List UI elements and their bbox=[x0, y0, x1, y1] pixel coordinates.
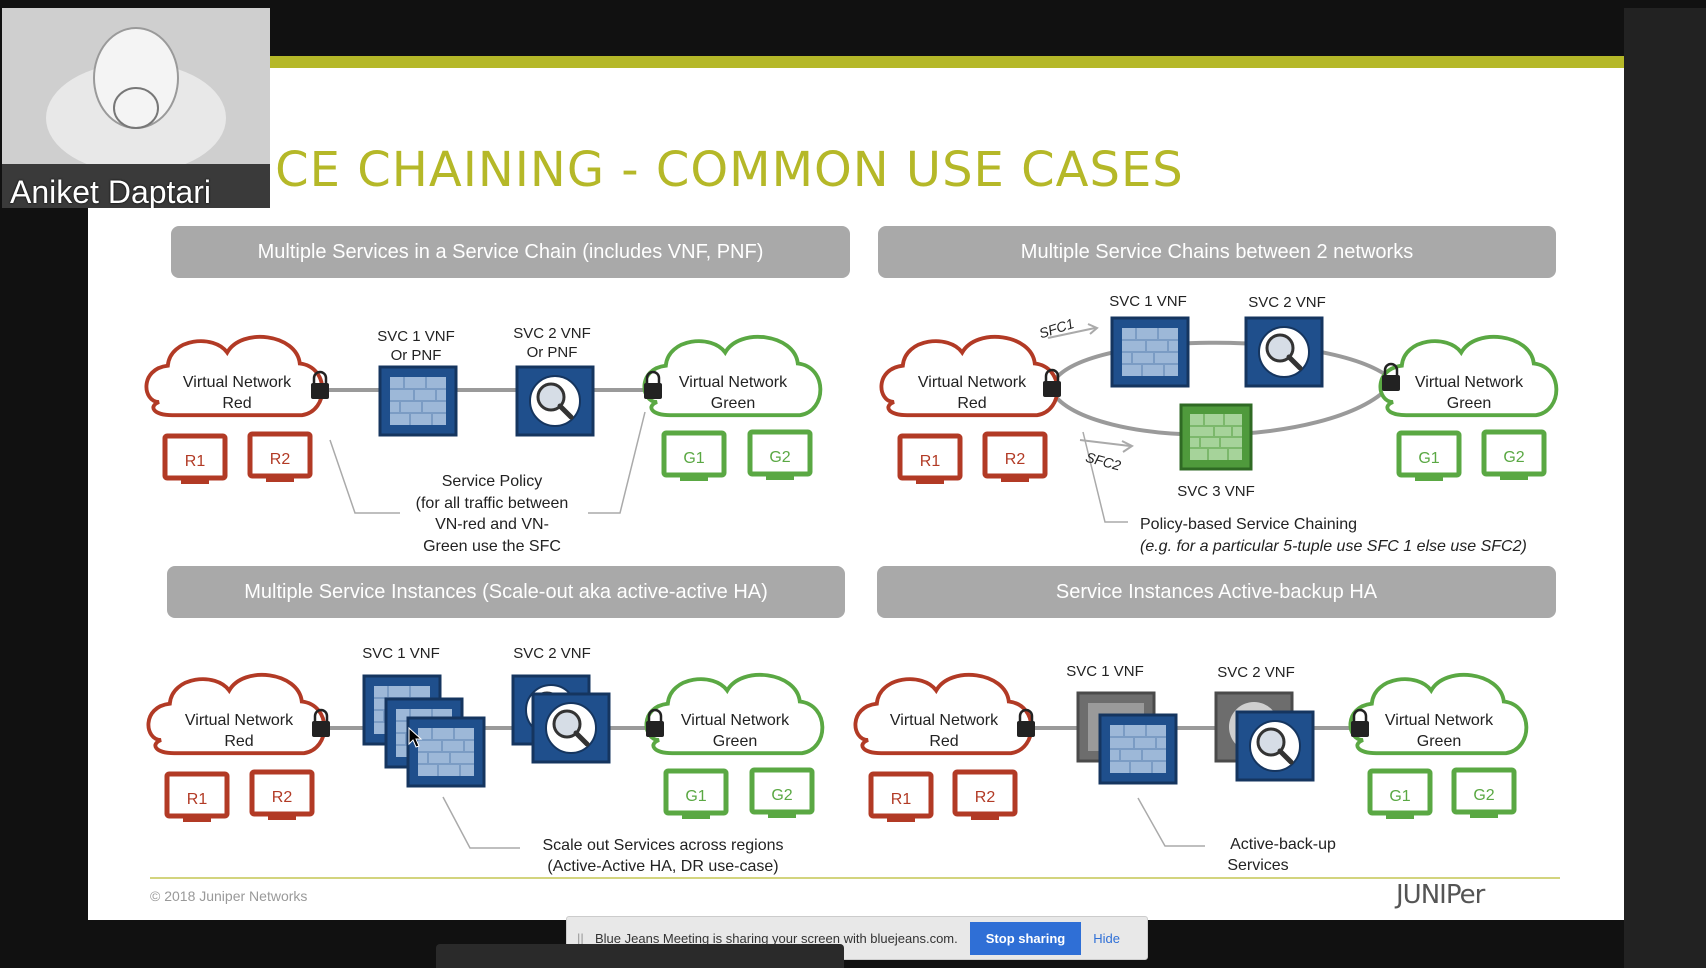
quadrant-4-diagram bbox=[853, 672, 1529, 847]
vn-green-sublabel: Green bbox=[713, 733, 757, 750]
firewall-icon bbox=[1179, 403, 1253, 471]
note-line: Services bbox=[1227, 857, 1288, 874]
taskbar-fragment bbox=[436, 944, 844, 968]
hide-button[interactable]: Hide bbox=[1093, 930, 1120, 946]
vn-green-label: Virtual Network bbox=[681, 712, 790, 729]
slide-accent-bar bbox=[88, 56, 1624, 68]
svc2-label: SVC 2 VNF bbox=[513, 325, 591, 342]
note-line: Policy-based Service Chaining bbox=[1140, 516, 1357, 533]
host-label: G2 bbox=[1503, 449, 1524, 466]
vn-green-label: Virtual Network bbox=[679, 374, 788, 391]
stop-sharing-button[interactable]: Stop sharing bbox=[969, 921, 1082, 955]
host-label: R2 bbox=[272, 789, 293, 806]
person-silhouette-icon bbox=[2, 8, 270, 208]
svc1-sublabel: Or PNF bbox=[391, 347, 442, 364]
svc1-label: SVC 1 VNF bbox=[1109, 293, 1187, 310]
note-line: Green use the SFC bbox=[423, 538, 561, 555]
vn-red-label: Virtual Network bbox=[183, 374, 292, 391]
firewall-icon bbox=[1098, 713, 1178, 785]
inspection-icon bbox=[517, 367, 593, 435]
footer-divider bbox=[150, 877, 1560, 879]
vn-red-label: Virtual Network bbox=[918, 374, 1027, 391]
host-label: G1 bbox=[685, 788, 706, 805]
inspection-icon bbox=[1246, 318, 1322, 386]
drag-handle-icon[interactable]: || bbox=[577, 930, 584, 946]
host-label: G1 bbox=[1389, 788, 1410, 805]
host-label: G2 bbox=[1473, 787, 1494, 804]
svc2-sublabel: Or PNF bbox=[527, 344, 578, 361]
window-edge bbox=[1624, 8, 1706, 968]
quadrant-3-diagram bbox=[146, 672, 825, 849]
quadrant-4-banner: Service Instances Active-backup HA bbox=[877, 566, 1556, 618]
inspection-icon bbox=[533, 694, 609, 762]
host-label: G2 bbox=[771, 787, 792, 804]
svc2-label: SVC 2 VNF bbox=[1217, 664, 1295, 681]
svc3-label: SVC 3 VNF bbox=[1177, 483, 1255, 500]
vn-red-sublabel: Red bbox=[224, 733, 253, 750]
sfc1-label: SFC1 bbox=[1037, 315, 1076, 341]
vn-red-sublabel: Red bbox=[957, 395, 986, 412]
note-line: (e.g. for a particular 5-tuple use SFC 1… bbox=[1140, 538, 1527, 555]
vn-green-sublabel: Green bbox=[1447, 395, 1491, 412]
host-label: R2 bbox=[270, 451, 291, 468]
svc1-label: SVC 1 VNF bbox=[377, 328, 455, 345]
host-label: R2 bbox=[1005, 451, 1026, 468]
note-line: (Active-Active HA, DR use-case) bbox=[547, 858, 778, 875]
host-label: R1 bbox=[920, 453, 941, 470]
juniper-logo: JUNIPer bbox=[1396, 880, 1485, 910]
host-label: R2 bbox=[975, 789, 996, 806]
svc2-label: SVC 2 VNF bbox=[513, 645, 591, 662]
participant-name: Aniket Daptari bbox=[10, 174, 211, 208]
quadrant-1-diagram bbox=[144, 334, 823, 514]
svc2-label: SVC 2 VNF bbox=[1248, 294, 1326, 311]
host-label: R1 bbox=[891, 791, 912, 808]
note-line: Active-back-up bbox=[1230, 836, 1336, 853]
mouse-cursor-icon bbox=[408, 726, 423, 748]
quadrant-2-banner: Multiple Service Chains between 2 networ… bbox=[878, 226, 1556, 278]
vn-green-sublabel: Green bbox=[711, 395, 755, 412]
quadrant-1-banner: Multiple Services in a Service Chain (in… bbox=[171, 226, 850, 278]
vn-red-sublabel: Red bbox=[929, 733, 958, 750]
vn-red-sublabel: Red bbox=[222, 395, 251, 412]
vn-green-label: Virtual Network bbox=[1385, 712, 1494, 729]
vn-red-label: Virtual Network bbox=[890, 712, 999, 729]
host-label: G1 bbox=[1418, 450, 1439, 467]
firewall-icon bbox=[406, 716, 486, 788]
inspection-icon bbox=[1237, 712, 1313, 780]
vn-green-label: Virtual Network bbox=[1415, 374, 1524, 391]
host-label: R1 bbox=[187, 791, 208, 808]
note-line: VN-red and VN- bbox=[435, 516, 549, 533]
host-label: G1 bbox=[683, 450, 704, 467]
note-line: Scale out Services across regions bbox=[543, 837, 784, 854]
share-message: Blue Jeans Meeting is sharing your scree… bbox=[595, 930, 958, 946]
footer-copyright: © 2018 Juniper Networks bbox=[150, 888, 308, 904]
svc1-label: SVC 1 VNF bbox=[362, 645, 440, 662]
note-line: Service Policy bbox=[442, 473, 542, 490]
quadrant-2-diagram bbox=[879, 316, 1559, 523]
slide-title: ICE CHAINING - COMMON USE CASES bbox=[260, 142, 1184, 198]
quadrant-3-banner: Multiple Service Instances (Scale-out ak… bbox=[167, 566, 845, 618]
webcam-video: Aniket Daptari bbox=[2, 8, 270, 208]
firewall-icon bbox=[378, 365, 458, 437]
host-label: G2 bbox=[769, 449, 790, 466]
note-line: (for all traffic between bbox=[416, 495, 569, 512]
vn-green-sublabel: Green bbox=[1417, 733, 1461, 750]
host-label: R1 bbox=[185, 453, 206, 470]
sfc2-label: SFC2 bbox=[1084, 449, 1123, 474]
svc1-label: SVC 1 VNF bbox=[1066, 663, 1144, 680]
vn-red-label: Virtual Network bbox=[185, 712, 294, 729]
firewall-icon bbox=[1110, 316, 1190, 388]
